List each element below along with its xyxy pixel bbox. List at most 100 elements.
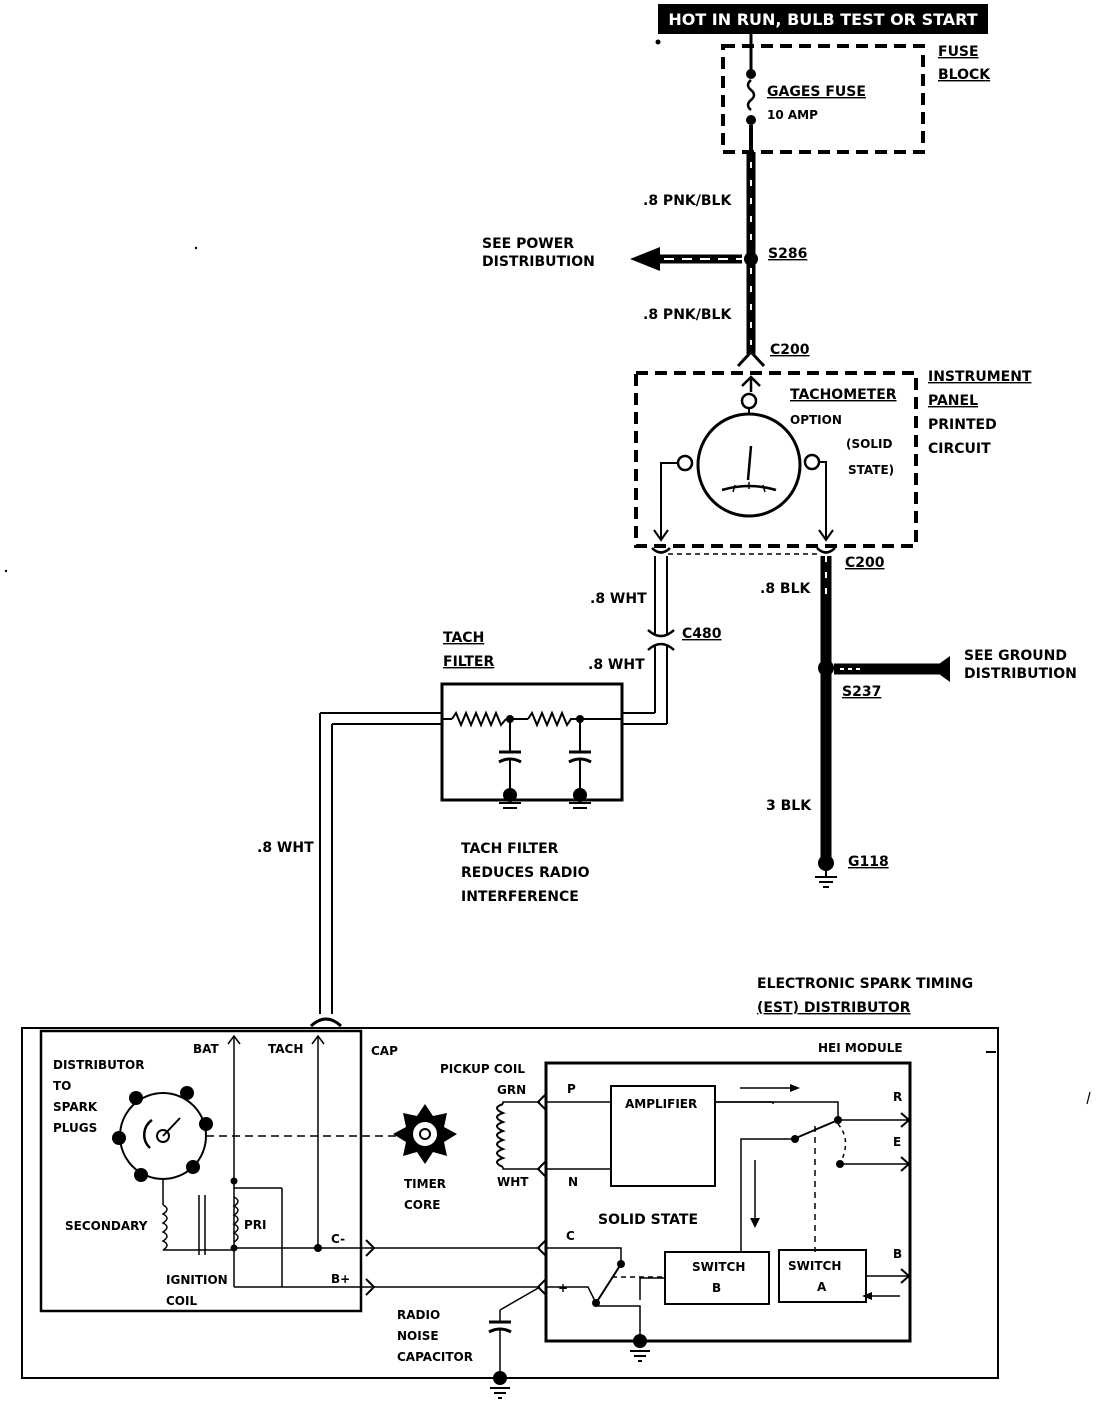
connector-g118-label: G118: [848, 854, 889, 870]
est-distributor-label-2: (EST) DISTRIBUTOR: [757, 1000, 911, 1016]
switch-b-label-1: SWITCH: [692, 1260, 745, 1274]
connector-c200-bottom-label: C200: [845, 555, 885, 571]
tach-terminal-label: TACH: [268, 1042, 303, 1056]
connector-s237-label: S237: [842, 684, 881, 700]
switch-a-block: [778, 1249, 867, 1303]
radio-capacitor-label-2: NOISE: [397, 1329, 439, 1343]
timer-core-icon: [393, 1104, 457, 1164]
est-distributor-label-1: ELECTRONIC SPARK TIMING: [757, 976, 973, 992]
tach-terminal-connector: [309, 1017, 343, 1028]
tachometer-solid-2: STATE): [848, 463, 894, 477]
tachometer-gauge-icon: [653, 392, 834, 542]
blk-ground-wire: [818, 556, 950, 871]
tach-filter-note-3: INTERFERENCE: [461, 889, 579, 905]
connector-c200-top: [736, 349, 766, 392]
distributor-label-4: PLUGS: [53, 1121, 97, 1135]
filter-ground-icon: [499, 802, 591, 809]
hei-p-terminal: P: [567, 1082, 576, 1096]
tach-filter-box: [440, 682, 624, 802]
hei-module-title: HEI MODULE: [818, 1041, 903, 1055]
secondary-label: SECONDARY: [65, 1219, 148, 1233]
distributor-label-1: DISTRIBUTOR: [53, 1058, 144, 1072]
hei-n-terminal: N: [568, 1175, 578, 1189]
switch-a-label-1: SWITCH: [788, 1259, 841, 1273]
see-ground-label-1: SEE GROUND: [964, 648, 1067, 664]
fuse-block-label-1: FUSE: [938, 44, 979, 60]
amplifier-block: [610, 1085, 716, 1187]
distributor-label-2: TO: [53, 1079, 71, 1093]
connector-c480: [647, 629, 675, 651]
coil-hei-connectors: [365, 1239, 547, 1296]
wire-label-wht-long: .8 WHT: [257, 840, 314, 856]
instrument-panel-label-1: INSTRUMENT: [928, 369, 1032, 385]
tach-filter-note-2: REDUCES RADIO: [461, 865, 590, 881]
fuse-block: GAGES FUSE 10 AMP: [721, 34, 925, 154]
timer-core-label-2: CORE: [404, 1198, 440, 1212]
see-ground-label-2: DISTRIBUTION: [964, 666, 1077, 682]
cap-label: CAP: [371, 1044, 398, 1058]
resistor-icon: [527, 710, 572, 728]
amplifier-label: AMPLIFIER: [625, 1097, 697, 1111]
bat-terminal-label: BAT: [193, 1042, 220, 1056]
tachometer-solid-1: (SOLID: [846, 437, 892, 451]
solid-state-label: SOLID STATE: [598, 1212, 698, 1228]
wire-label-pnk-blk-upper: .8 PNK/BLK: [643, 193, 732, 209]
tach-filter-title-1: TACH: [443, 630, 484, 646]
power-banner-text: HOT IN RUN, BULB TEST OR START: [668, 10, 977, 29]
wire-label-pnk-blk-lower: .8 PNK/BLK: [643, 307, 732, 323]
switch-a-label-2: A: [817, 1280, 827, 1294]
instrument-panel-label-3: PRINTED: [928, 417, 997, 433]
radio-capacitor-label-3: CAPACITOR: [397, 1350, 473, 1364]
pickup-wht-label: WHT: [497, 1175, 529, 1189]
resistor-icon: [451, 710, 507, 728]
instrument-panel-label-4: CIRCUIT: [928, 441, 991, 457]
hei-ground-icon: [630, 1350, 650, 1362]
radio-noise-capacitor-icon: [488, 1286, 541, 1399]
ground-g118-icon: [815, 871, 837, 888]
instrument-panel-label-2: PANEL: [928, 393, 978, 409]
b-plus-terminal-label: B+: [331, 1272, 350, 1286]
power-banner: HOT IN RUN, BULB TEST OR START: [658, 4, 988, 34]
wht-tach-wire: [319, 556, 668, 1014]
c-minus-terminal-label: C-: [331, 1232, 345, 1246]
timer-core-label-1: TIMER: [404, 1177, 446, 1191]
see-power-arrow-icon: [630, 247, 742, 271]
hei-module: [544, 1061, 912, 1348]
tach-filter-title-2: FILTER: [443, 654, 494, 670]
ignition-coil-label-1: IGNITION: [166, 1273, 228, 1287]
splice-s286: [744, 252, 758, 266]
connector-s286-label: S286: [768, 246, 807, 262]
pickup-coil-label: PICKUP COIL: [440, 1062, 525, 1076]
gages-fuse-label: GAGES FUSE: [767, 84, 866, 100]
wire-label-wht-c200: .8 WHT: [590, 591, 647, 607]
wire-label-wht-c480: .8 WHT: [588, 657, 645, 673]
pickup-coil-icon: [496, 1093, 547, 1178]
distributor-label-3: SPARK: [53, 1100, 98, 1114]
see-ground-arrow-icon: [932, 656, 950, 682]
wire-label-blk-c200: .8 BLK: [760, 581, 812, 597]
fuse-icon: [746, 79, 756, 111]
connector-c200-bottom: [651, 547, 836, 555]
hei-e-terminal: E: [893, 1135, 901, 1149]
hei-b-terminal: B: [893, 1247, 902, 1261]
ignition-section: [39, 1029, 400, 1313]
connector-c200-top-label: C200: [770, 342, 810, 358]
switch-b-label-2: B: [712, 1281, 721, 1295]
tach-filter-note-1: TACH FILTER: [461, 841, 559, 857]
instrument-panel-box: [634, 371, 918, 548]
tachometer-title: TACHOMETER: [790, 387, 897, 403]
fuse-block-label-2: BLOCK: [938, 67, 991, 83]
see-power-label-1: SEE POWER: [482, 236, 574, 252]
radio-capacitor-label-1: RADIO: [397, 1308, 440, 1322]
see-power-label-2: DISTRIBUTION: [482, 254, 595, 270]
wire-label-blk-3: 3 BLK: [766, 798, 812, 814]
est-distributor-outer-box: [21, 1027, 999, 1379]
ignition-coil-label-2: COIL: [166, 1294, 197, 1308]
tachometer-option: OPTION: [790, 413, 842, 427]
hei-plus-terminal: +: [558, 1281, 568, 1295]
gages-fuse-rating: 10 AMP: [767, 108, 818, 122]
pickup-grn-label: GRN: [497, 1083, 526, 1097]
hei-r-terminal: R: [893, 1090, 902, 1104]
primary-label: PRI: [244, 1218, 267, 1232]
